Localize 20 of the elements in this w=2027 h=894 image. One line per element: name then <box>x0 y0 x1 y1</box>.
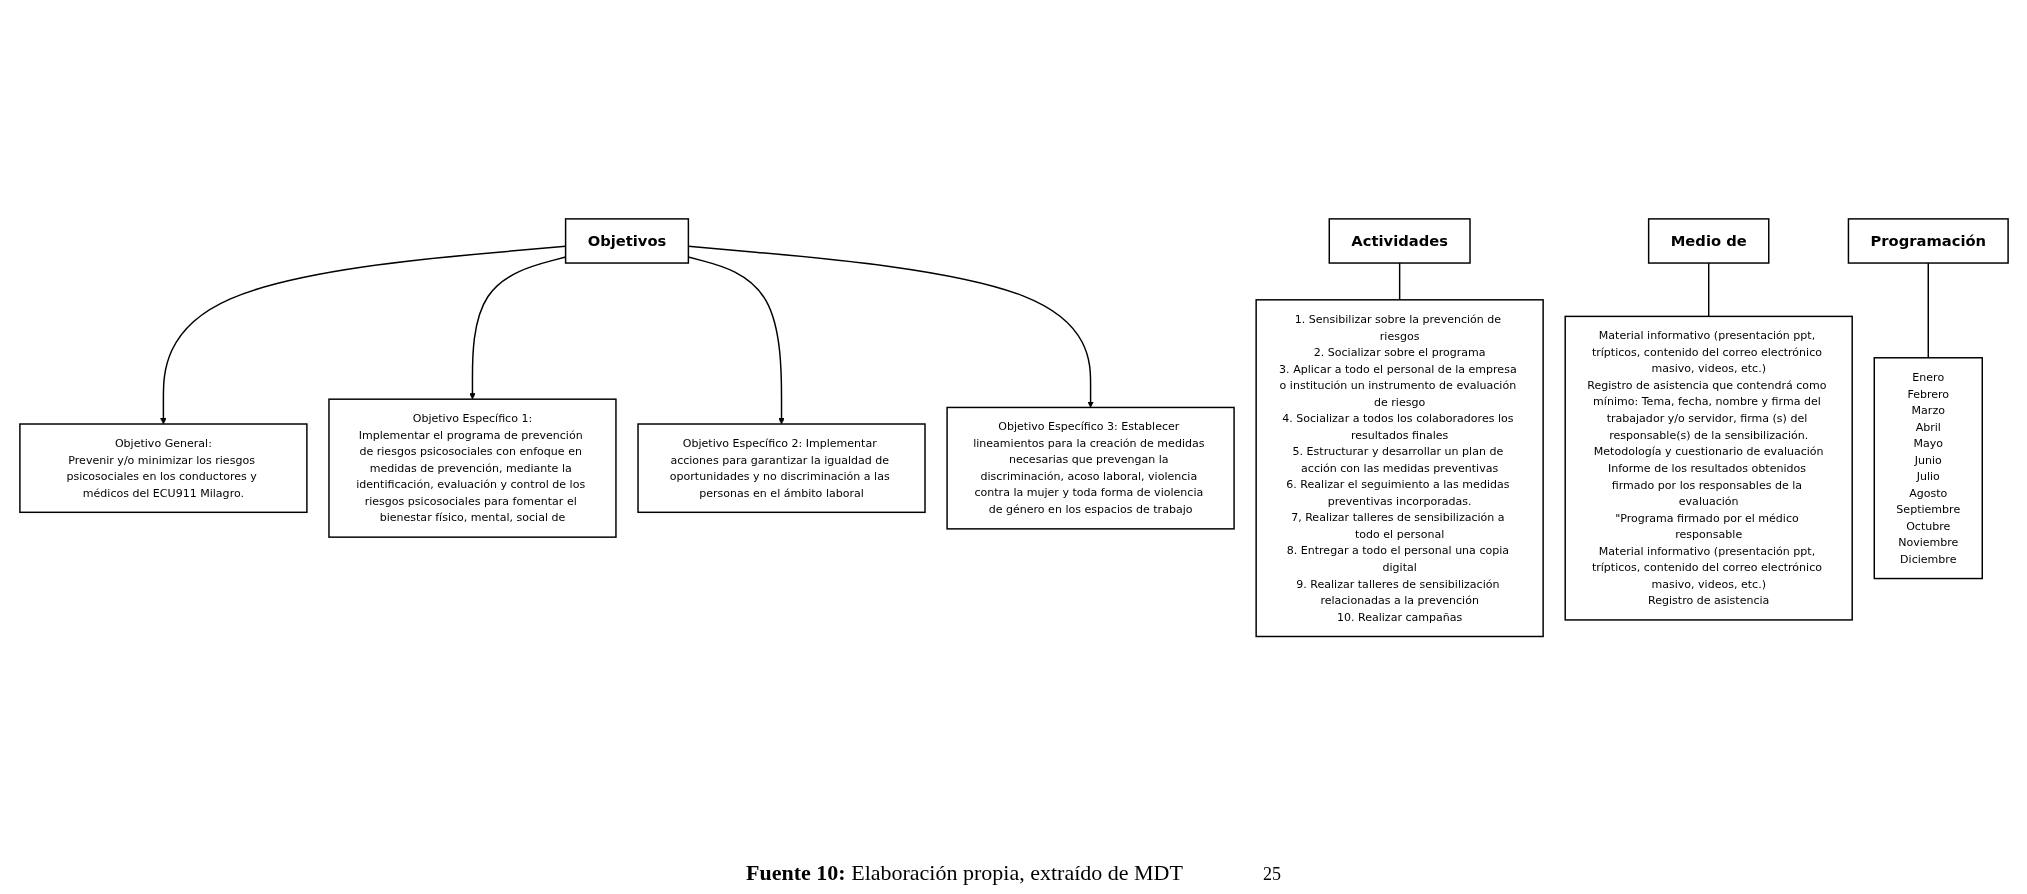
page-number: 25 <box>1262 864 1281 885</box>
caption: Fuente 10: Elaboración propia, extraído de MDT <box>746 860 1183 886</box>
node-box: Objetivos <box>564 218 689 265</box>
connector <box>1707 262 1709 318</box>
arrow <box>468 256 566 400</box>
connector <box>1927 262 1929 359</box>
node-box: Objetivo Específico 2: Implementar acciones para garantizar la igualdad de oportunidades y no discriminación a las personas en el ámbito laboral <box>636 423 926 514</box>
node-box: 1. Sensibilizar sobre la prevención de riesgos 2. Socializar sobre el programa 3. Aplicar a todo el personal de la empresa o institución un instrumento de evaluación de riesgo 4. Socializar a todos los colaboradores los resultados finales 5. Estructurar y desarrollar un plan de acción con las medidas preventivas 6. Realizar el seguimiento a las medidas preventivas incorporadas. 7, Realizar talleres de sensibilización a todo el personal 8. Entregar a todo el personal una copia digital 9. Realizar talleres de sensibilización relacionadas a la prevención 10. Realizar campañas <box>1254 299 1544 638</box>
node-box: Material informativo (presentación ppt, trípticos, contenido del correo electrónico masivo, videos, etc.) Registro de asistencia que contendrá como mínimo: Tema, fecha, nombre y firma del trabajador y/o servidor, firma (s) del responsable(s) de la sensibilización. Metodología y cuestionario de evaluación Informe de los resultados obtenidos firmado por los responsables de la evaluación "Programa firmado por el médico responsable Material informativo (presentación ppt, trípticos, contenido del correo electrónico masivo, videos, etc.) Registro de asistencia <box>1563 315 1853 621</box>
arrow <box>687 245 1094 409</box>
node-box: Medio de <box>1647 218 1769 265</box>
node-box: Objetivo General: Prevenir y/o minimizar los riesgos psicosociales en los conductores y médicos del ECU911 Milagro. <box>18 423 308 514</box>
node-box: Enero Febrero Marzo Abril Mayo Junio Julio Agosto Septiembre Octubre Noviembre Diciembre <box>1873 357 1983 580</box>
node-box: Actividades <box>1328 218 1471 265</box>
node-box: Objetivo Específico 3: Establecer lineamientos para la creación de medidas necesarias que prevengan la discriminación, acoso laboral, violencia contra la mujer y toda forma de violencia de género en los espacios de trabajo <box>945 407 1235 530</box>
arrow <box>159 245 566 425</box>
arrow <box>687 256 785 425</box>
node-box: Objetivo Específico 1: Implementar el programa de prevención de riesgos psicosociales con enfoque en medidas de prevención, mediante la identificación, evaluación y control de los riesgos psicosociales para fomentar el bienestar físico, mental, social de <box>327 398 617 539</box>
node-box: Programación <box>1847 218 2009 265</box>
connector <box>1398 262 1400 301</box>
